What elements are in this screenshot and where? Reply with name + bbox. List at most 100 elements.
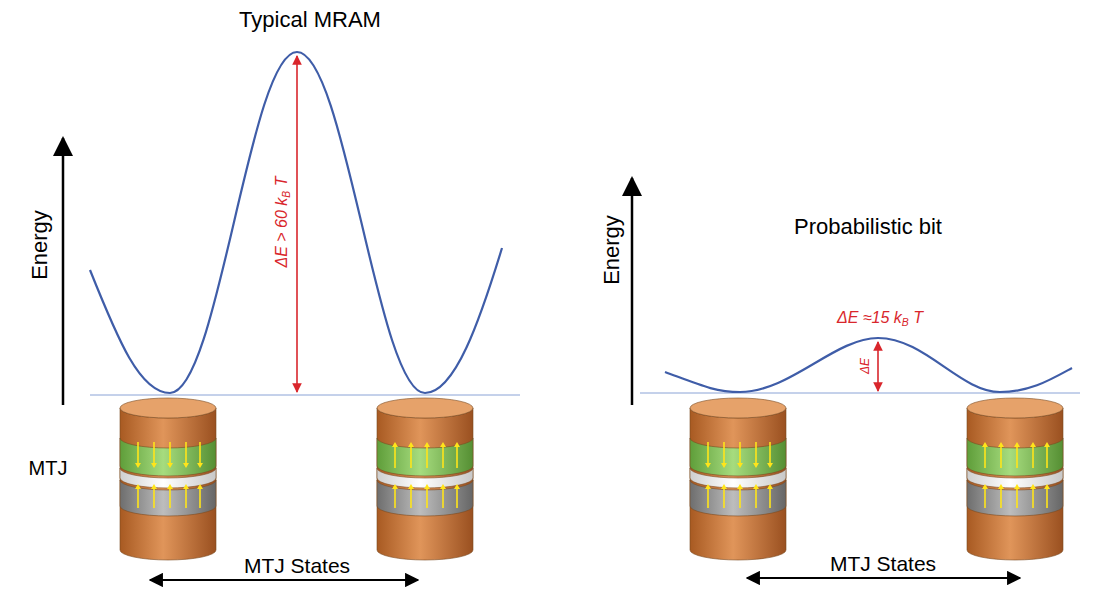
spin-arrowhead	[737, 463, 743, 468]
mtj-cylinder	[690, 398, 786, 560]
spin-arrowhead	[1014, 442, 1020, 447]
barrier-label: ΔE	[859, 358, 872, 374]
spin-arrowhead	[197, 484, 203, 489]
mtj-layer	[967, 408, 1063, 560]
mtj-layer	[377, 408, 473, 560]
baseline	[90, 395, 520, 396]
mtj-layer	[967, 468, 1063, 488]
spin-arrow	[426, 488, 428, 508]
spin-arrowhead	[183, 484, 189, 489]
mtj-layer	[120, 480, 216, 516]
spin-arrowhead	[982, 442, 988, 447]
spin-arrowhead	[705, 463, 711, 468]
spin-arrowhead	[408, 442, 414, 447]
spin-arrow	[984, 488, 986, 508]
spin-arrowhead	[454, 442, 460, 447]
mtj-layer	[120, 438, 216, 476]
spin-arrowhead	[753, 484, 759, 489]
mtj-layer	[377, 480, 473, 516]
spin-arrowhead	[408, 484, 414, 489]
spin-arrowhead	[135, 484, 141, 489]
spin-arrow	[185, 442, 187, 464]
spin-arrowhead	[151, 463, 157, 468]
spin-arrow	[410, 446, 412, 468]
mtj-top	[377, 398, 473, 418]
spin-arrowhead	[982, 484, 988, 489]
mtj-cylinder	[967, 398, 1063, 560]
spin-arrowhead	[454, 484, 460, 489]
energy-curve	[665, 338, 1072, 392]
spin-arrow	[755, 488, 757, 508]
spin-arrow	[185, 488, 187, 508]
spin-arrow	[199, 488, 201, 508]
spin-arrow	[394, 446, 396, 468]
spin-arrowhead	[167, 463, 173, 468]
mtj-cylinder	[377, 398, 473, 560]
spin-arrowhead	[167, 484, 173, 489]
mtj-top	[120, 398, 216, 418]
spin-arrow	[769, 488, 771, 508]
spin-arrow	[739, 442, 741, 464]
energy-axis	[62, 138, 65, 405]
spin-arrow	[707, 488, 709, 508]
spin-arrowhead	[151, 484, 157, 489]
barrier-arrow	[296, 56, 298, 392]
spin-arrow	[769, 442, 771, 464]
mtj-top	[690, 398, 786, 418]
mtj-layer	[377, 468, 473, 488]
spin-arrow	[456, 446, 458, 468]
spin-arrow	[426, 446, 428, 468]
spin-arrowhead	[998, 484, 1004, 489]
mtj-top	[967, 398, 1063, 418]
mtj-layer	[120, 468, 216, 488]
spin-arrow	[137, 442, 139, 464]
spin-arrow	[723, 488, 725, 508]
mtj-layer	[967, 438, 1063, 476]
mtj-layer	[120, 408, 216, 560]
spin-arrowhead	[440, 442, 446, 447]
spin-arrow	[199, 442, 201, 464]
spin-arrow	[1046, 446, 1048, 468]
spin-arrow	[394, 488, 396, 508]
states-arrow	[150, 579, 418, 581]
spin-arrowhead	[424, 442, 430, 447]
spin-arrow	[442, 446, 444, 468]
spin-arrow	[984, 446, 986, 468]
states-arrow	[747, 577, 1020, 579]
spin-arrow	[707, 442, 709, 464]
spin-arrowhead	[737, 484, 743, 489]
spin-arrow	[169, 442, 171, 464]
spin-arrowhead	[197, 463, 203, 468]
axis-label: Energy	[28, 210, 52, 280]
spin-arrowhead	[767, 484, 773, 489]
spin-arrow	[723, 442, 725, 464]
barrier-arrow	[877, 342, 879, 391]
spin-arrowhead	[1014, 484, 1020, 489]
mtj-layer	[690, 408, 786, 560]
panel-title: Typical MRAM	[239, 8, 381, 32]
spin-arrow	[153, 488, 155, 508]
spin-arrowhead	[135, 463, 141, 468]
spin-arrow	[442, 488, 444, 508]
spin-arrow	[153, 442, 155, 464]
mtj-layer	[690, 438, 786, 476]
spin-arrowhead	[424, 484, 430, 489]
spin-arrow	[1000, 488, 1002, 508]
barrier-label: ΔE ≈15 kB T	[837, 309, 923, 328]
mtj-layer	[690, 480, 786, 516]
energy-curve	[90, 52, 502, 393]
mtj-cylinder	[120, 398, 216, 560]
spin-arrow	[1032, 446, 1034, 468]
mtj-cylinders	[120, 398, 1063, 560]
spin-arrowhead	[767, 463, 773, 468]
spin-arrowhead	[705, 484, 711, 489]
spin-arrowhead	[183, 463, 189, 468]
spin-arrowhead	[1030, 484, 1036, 489]
spin-arrow	[755, 442, 757, 464]
spin-arrowhead	[1044, 442, 1050, 447]
spin-arrow	[169, 488, 171, 508]
spin-arrowhead	[392, 442, 398, 447]
mtj-layer	[377, 438, 473, 476]
spin-arrow	[137, 488, 139, 508]
